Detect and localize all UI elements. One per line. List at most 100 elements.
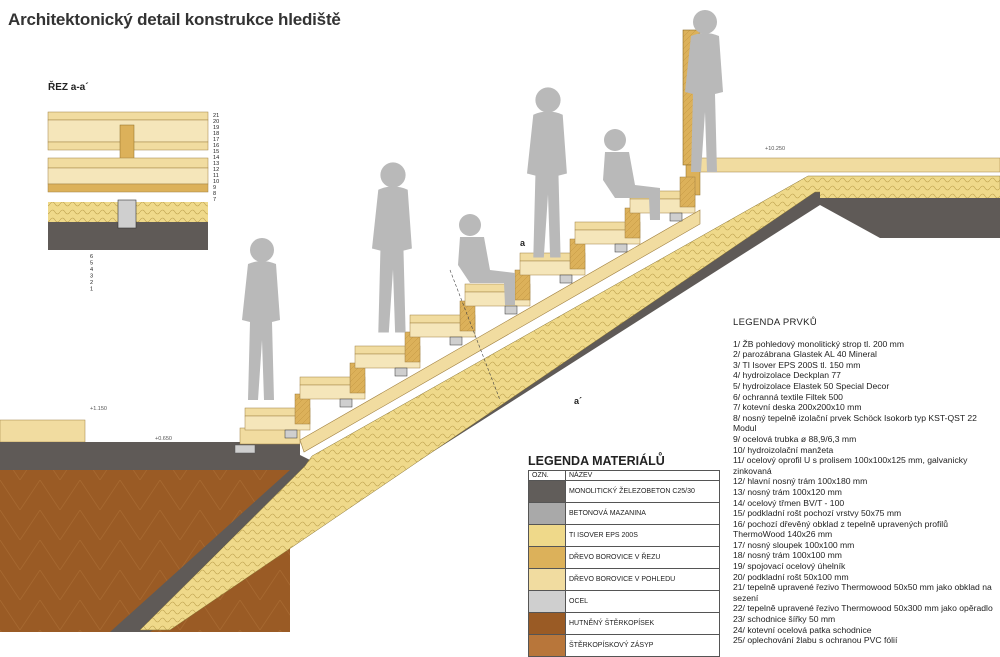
material-swatch (528, 524, 566, 547)
level-mark-1: +1.150 (90, 406, 107, 412)
material-swatch (528, 612, 566, 635)
section-number: 2 (90, 280, 93, 286)
section-number: 20 (213, 119, 219, 125)
stair-step (629, 176, 696, 222)
human-figure (685, 10, 723, 172)
section-number: 19 (213, 125, 219, 131)
element-legend-item: 14/ ocelový třmen BV/T - 100 (733, 497, 845, 508)
element-legend-item: 25/ oplechování žlabu s ochranou PVC fól… (733, 635, 898, 646)
element-legend-item: 9/ ocelová trubka ø 88,9/6,3 mm (733, 433, 857, 444)
material-swatch (528, 634, 566, 657)
drawing-title: Architektonický detail konstrukce hlediš… (8, 10, 341, 29)
col-code: OZN. (528, 470, 566, 481)
section-number: 12 (213, 167, 219, 173)
section-number: 6 (90, 254, 93, 260)
element-legend-item: 20/ podkladní rošt 50x100 mm (733, 571, 849, 582)
ground-slab (0, 442, 300, 455)
material-legend: LEGENDA MATERIÁLŮ OZN. NÁZEV MONOLITICKÝ… (528, 454, 720, 657)
stair-steps (244, 176, 696, 439)
material-row: BETONOVÁ MAZANINA (528, 502, 720, 525)
element-legend-item: 16/ pochozí dřevěný obklad z tepelně upr… (733, 518, 948, 540)
element-legend: LEGENDA PRVKŮ 1/ ŽB pohledový monolitick… (733, 317, 995, 646)
human-figure (242, 238, 280, 400)
section-number: 5 (90, 261, 93, 267)
element-legend-item: 7/ kotevní deska 200x200x10 mm (733, 402, 862, 413)
element-legend-item: 22/ tepelně upravené řezivo Thermowood 5… (733, 603, 993, 614)
material-legend-title: LEGENDA MATERIÁLŮ (528, 454, 665, 468)
gravel-backfill (0, 455, 300, 470)
material-row: DŘEVO BOROVICE V POHLEDU (528, 568, 720, 591)
element-legend-item: 11/ ocelový oprofil U s prolisem 100x100… (733, 455, 968, 476)
material-swatch (528, 480, 566, 503)
material-name: BETONOVÁ MAZANINA (565, 502, 720, 525)
entry-deck (0, 419, 86, 443)
element-legend-item: 4/ hydroizolace Deckplan 77 (733, 370, 841, 381)
section-number: 18 (213, 131, 219, 137)
material-row: MONOLITICKÝ ŽELEZOBETON C25/30 (528, 480, 720, 503)
cut-mark-top: a (520, 238, 526, 248)
human-figure (372, 162, 412, 333)
section-number: 15 (213, 149, 219, 155)
element-legend-list: 1/ ŽB pohledový monolitický strop tl. 20… (733, 339, 995, 646)
element-legend-item: 5/ hydroizolace Elastek 50 Special Decor (733, 380, 890, 391)
element-legend-item: 10/ hydroizolační manžeta (733, 444, 834, 455)
seated-figure (458, 214, 515, 305)
stair-step (354, 331, 421, 377)
material-name: OCEL (565, 590, 720, 613)
section-number: 9 (213, 185, 216, 191)
upper-deck (699, 157, 1000, 173)
material-row: TI ISOVER EPS 200S (528, 524, 720, 547)
element-legend-item: 12/ hlavní nosný trám 100x180 mm (733, 476, 868, 487)
cut-line (449, 269, 501, 401)
element-legend-item: 23/ schodnice šířky 50 mm (733, 614, 836, 625)
material-name: HUTNĚNÝ ŠTĚRKOPÍSEK (565, 612, 720, 635)
element-legend-item: 3/ TI Isover EPS 200S tl. 150 mm (733, 359, 861, 370)
material-name: MONOLITICKÝ ŽELEZOBETON C25/30 (565, 480, 720, 503)
stair-step (244, 393, 311, 439)
level-mark-3: +10.250 (765, 146, 785, 152)
element-legend-item: 6/ ochranná textile Filtek 500 (733, 391, 843, 402)
section-number: 10 (213, 179, 219, 185)
cut-mark-bottom: a´ (574, 396, 582, 406)
section-number: 4 (90, 267, 93, 273)
section-number: 7 (213, 197, 216, 203)
material-row: OCEL (528, 590, 720, 613)
section-number: 3 (90, 274, 93, 280)
section-aa (47, 111, 209, 250)
section-number: 8 (213, 191, 216, 197)
material-row: HUTNĚNÝ ŠTĚRKOPÍSEK (528, 612, 720, 635)
material-table-header: OZN. NÁZEV (528, 470, 720, 481)
material-swatch (528, 568, 566, 591)
material-swatch (528, 502, 566, 525)
section-number: 11 (213, 173, 219, 179)
human-figures (242, 10, 723, 400)
seated-figure (603, 129, 660, 220)
material-name: DŘEVO BOROVICE V POHLEDU (565, 568, 720, 591)
element-legend-item: 8/ nosný tepelně izolační prvek Schöck I… (733, 412, 977, 434)
element-legend-item: 19/ spojovací ocelový úhelník (733, 561, 846, 572)
roof-slab (820, 188, 1000, 198)
material-name: TI ISOVER EPS 200S (565, 524, 720, 547)
section-number: 14 (213, 155, 219, 161)
element-legend-item: 1/ ŽB pohledový monolitický strop tl. 20… (733, 338, 904, 349)
section-number: 13 (213, 161, 219, 167)
element-legend-item: 15/ podkladní rošt pochozí vrstvy 50x75 … (733, 508, 902, 519)
col-name: NÁZEV (565, 470, 720, 481)
element-legend-item: 18/ nosný trám 100x100 mm (733, 550, 842, 561)
section-number: 16 (213, 143, 219, 149)
anchor-foot (234, 444, 256, 454)
material-name: DŘEVO BOROVICE V ŘEZU (565, 546, 720, 569)
insulation-layer (139, 175, 1000, 631)
element-legend-item: 13/ nosný trám 100x120 mm (733, 486, 842, 497)
stair-step (409, 300, 476, 346)
human-figure (527, 87, 567, 258)
material-row: DŘEVO BOROVICE V ŘEZU (528, 546, 720, 569)
element-legend-item: 17/ nosný sloupek 100x100 mm (733, 539, 855, 550)
stair-step (574, 207, 641, 253)
section-label: ŘEZ a-a´ (48, 82, 89, 93)
element-legend-item: 21/ tepelně upravené řezivo Thermowood 5… (733, 582, 992, 603)
material-name: ŠTĚRKOPÍSKOVÝ ZÁSYP (565, 634, 720, 657)
element-legend-item: 24/ kotevní ocelová patka schodnice (733, 624, 872, 635)
